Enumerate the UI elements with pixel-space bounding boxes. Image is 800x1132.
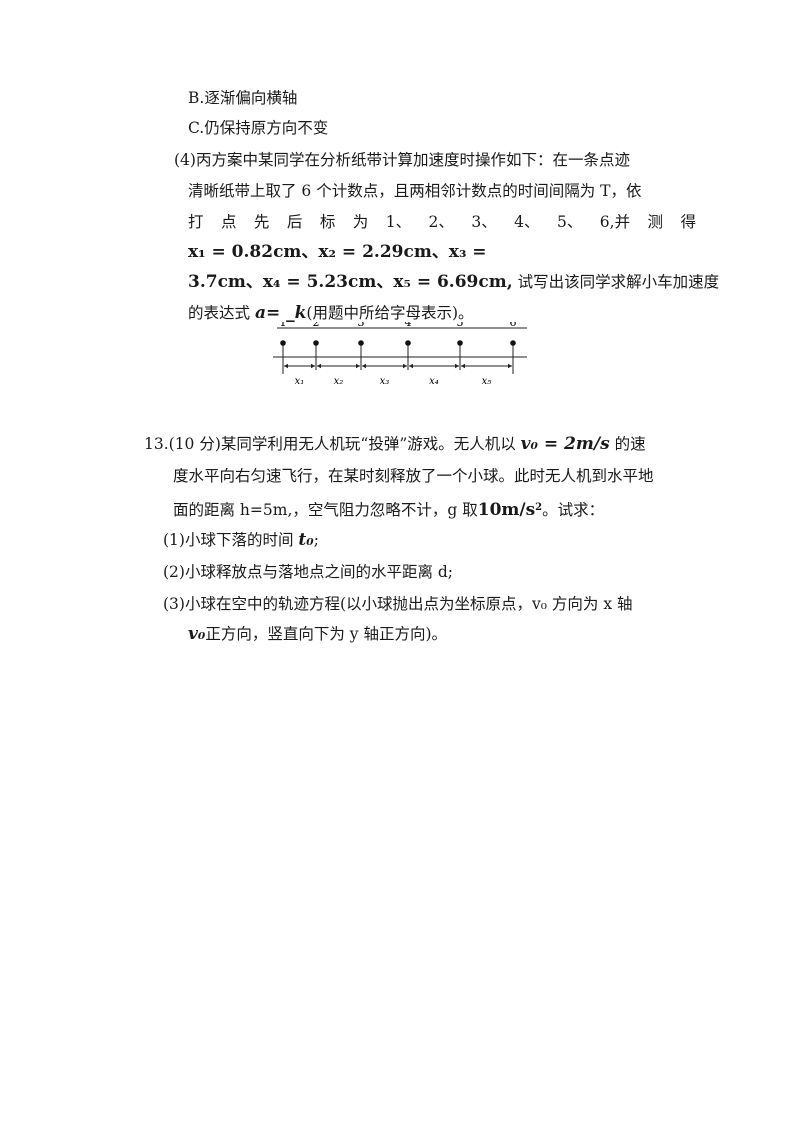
- word: 6,并: [599, 213, 631, 231]
- tape-dot: [358, 340, 364, 346]
- q13-text: 。试求：: [542, 501, 605, 519]
- arrow-head: [356, 363, 360, 369]
- option-c: C.仍保持原方向不变: [188, 119, 329, 137]
- q13-sub3-text: 正方向，竖直向下为 y 轴正方向)。: [205, 625, 447, 643]
- q13-text: 13.(10 分)某同学利用无人机玩“投弹”游戏。无人机以: [144, 435, 521, 453]
- arrow-head: [284, 363, 288, 369]
- word: 标: [319, 213, 336, 231]
- tape-point-label: 2: [313, 322, 320, 329]
- q13-sub3-line1: (3)小球在空中的轨迹方程(以小球抛出点为坐标原点，v₀ 方向为 x 轴: [163, 595, 633, 613]
- word: 测: [647, 213, 664, 231]
- paper-tape-diagram: 1 2 3 4 5 6 x₁ x₂ x₃ x₄ x₅: [273, 322, 527, 387]
- option-b: B.逐渐偏向横轴: [188, 89, 298, 107]
- tape-dot: [405, 340, 411, 346]
- equation-values: 3.7cm、x₄ = 5.23cm、x₅ = 6.69cm,: [188, 272, 513, 292]
- q13-gravity: 10m/s2: [478, 500, 542, 520]
- tape-point-label: 4: [405, 322, 412, 329]
- q13-sub1-math: t₀: [298, 530, 314, 550]
- word: 1、: [385, 213, 412, 231]
- arrow-head: [403, 363, 407, 369]
- arrow-head: [362, 363, 366, 369]
- gravity-exponent: 2: [535, 502, 543, 513]
- expression-line: 的表达式 a= _k(用题中所给字母表示)。: [188, 303, 474, 323]
- word: 2、: [428, 213, 454, 231]
- equation-line2: 3.7cm、x₄ = 5.23cm、x₅ = 6.69cm, 试写出该同学求解小…: [188, 272, 719, 292]
- word: 先: [253, 213, 270, 231]
- part4-line3: 打 点 先 后 标 为 1、 2、 3、 4、 5、 6,并 测 得: [188, 212, 696, 232]
- tape-point-label: 6: [510, 322, 517, 329]
- equation-line1: x₁ = 0.82cm、x₂ = 2.29cm、x₃ =: [188, 242, 487, 262]
- word: 为: [352, 213, 369, 231]
- tape-segment-label: x₅: [482, 376, 492, 387]
- part4-line1: (4)丙方案中某同学在分析纸带计算加速度时操作如下：在一条点迹: [174, 151, 630, 169]
- tape-dot: [313, 340, 319, 346]
- tape-segment-label: x₁: [295, 376, 305, 387]
- part4-line2: 清晰纸带上取了 6 个计数点，且两相邻计数点的时间间隔为 T，依: [188, 182, 642, 200]
- tape-dot: [280, 340, 286, 346]
- arrow-head: [508, 363, 512, 369]
- equation-text: 试写出该同学求解小车加速度: [512, 273, 720, 291]
- q13-velocity: v₀ = 2m/s: [520, 434, 610, 454]
- word: 打: [188, 213, 204, 231]
- q13-sub2: (2)小球释放点与落地点之间的水平距离 d;: [163, 563, 454, 581]
- word: 4、: [514, 213, 540, 231]
- arrow-head: [461, 363, 465, 369]
- arrow-head: [409, 363, 413, 369]
- arrow-head: [455, 363, 459, 369]
- q13-line1: 13.(10 分)某同学利用无人机玩“投弹”游戏。无人机以 v₀ = 2m/s …: [144, 434, 646, 454]
- word: 后: [286, 213, 303, 231]
- word: 3、: [471, 213, 497, 231]
- q13-sub1-text: (1)小球下落的时间: [163, 531, 299, 549]
- arrow-head: [311, 363, 315, 369]
- q13-line3: 面的距离 h=5m,，空气阻力忽略不计，g 取10m/s2。试求：: [173, 498, 604, 520]
- tape-segment-label: x₄: [429, 376, 439, 387]
- expr-math: a= _k: [254, 303, 307, 323]
- arrow-head: [317, 363, 321, 369]
- q13-v0: v₀: [188, 624, 206, 644]
- expr-suffix: (用题中所给字母表示)。: [306, 304, 474, 322]
- tape-dot: [510, 340, 516, 346]
- expr-prefix: 的表达式: [188, 304, 255, 322]
- q13-sub1: (1)小球下落的时间 t₀;: [163, 530, 319, 550]
- q13-line2: 度水平向右匀速飞行，在某时刻释放了一个小球。此时无人机到水平地: [173, 467, 654, 485]
- tape-dot: [457, 340, 463, 346]
- word: 点: [220, 213, 237, 231]
- tape-segment-label: x₃: [380, 376, 390, 387]
- word: 5、: [556, 213, 583, 231]
- tape-point-label: 3: [358, 322, 365, 329]
- q13-sub1-end: ;: [313, 531, 319, 549]
- tape-point-label: 5: [457, 322, 464, 329]
- word: 得: [680, 213, 696, 231]
- q13-text: 面的距离 h=5m,，空气阻力忽略不计，g 取: [173, 501, 478, 519]
- tape-point-label: 1: [280, 322, 287, 329]
- gravity-value: 10m/s: [477, 500, 536, 520]
- q13-sub3-line2: v₀正方向，竖直向下为 y 轴正方向)。: [188, 624, 447, 644]
- q13-text: 的速: [609, 435, 646, 453]
- tape-segment-label: x₂: [334, 376, 344, 387]
